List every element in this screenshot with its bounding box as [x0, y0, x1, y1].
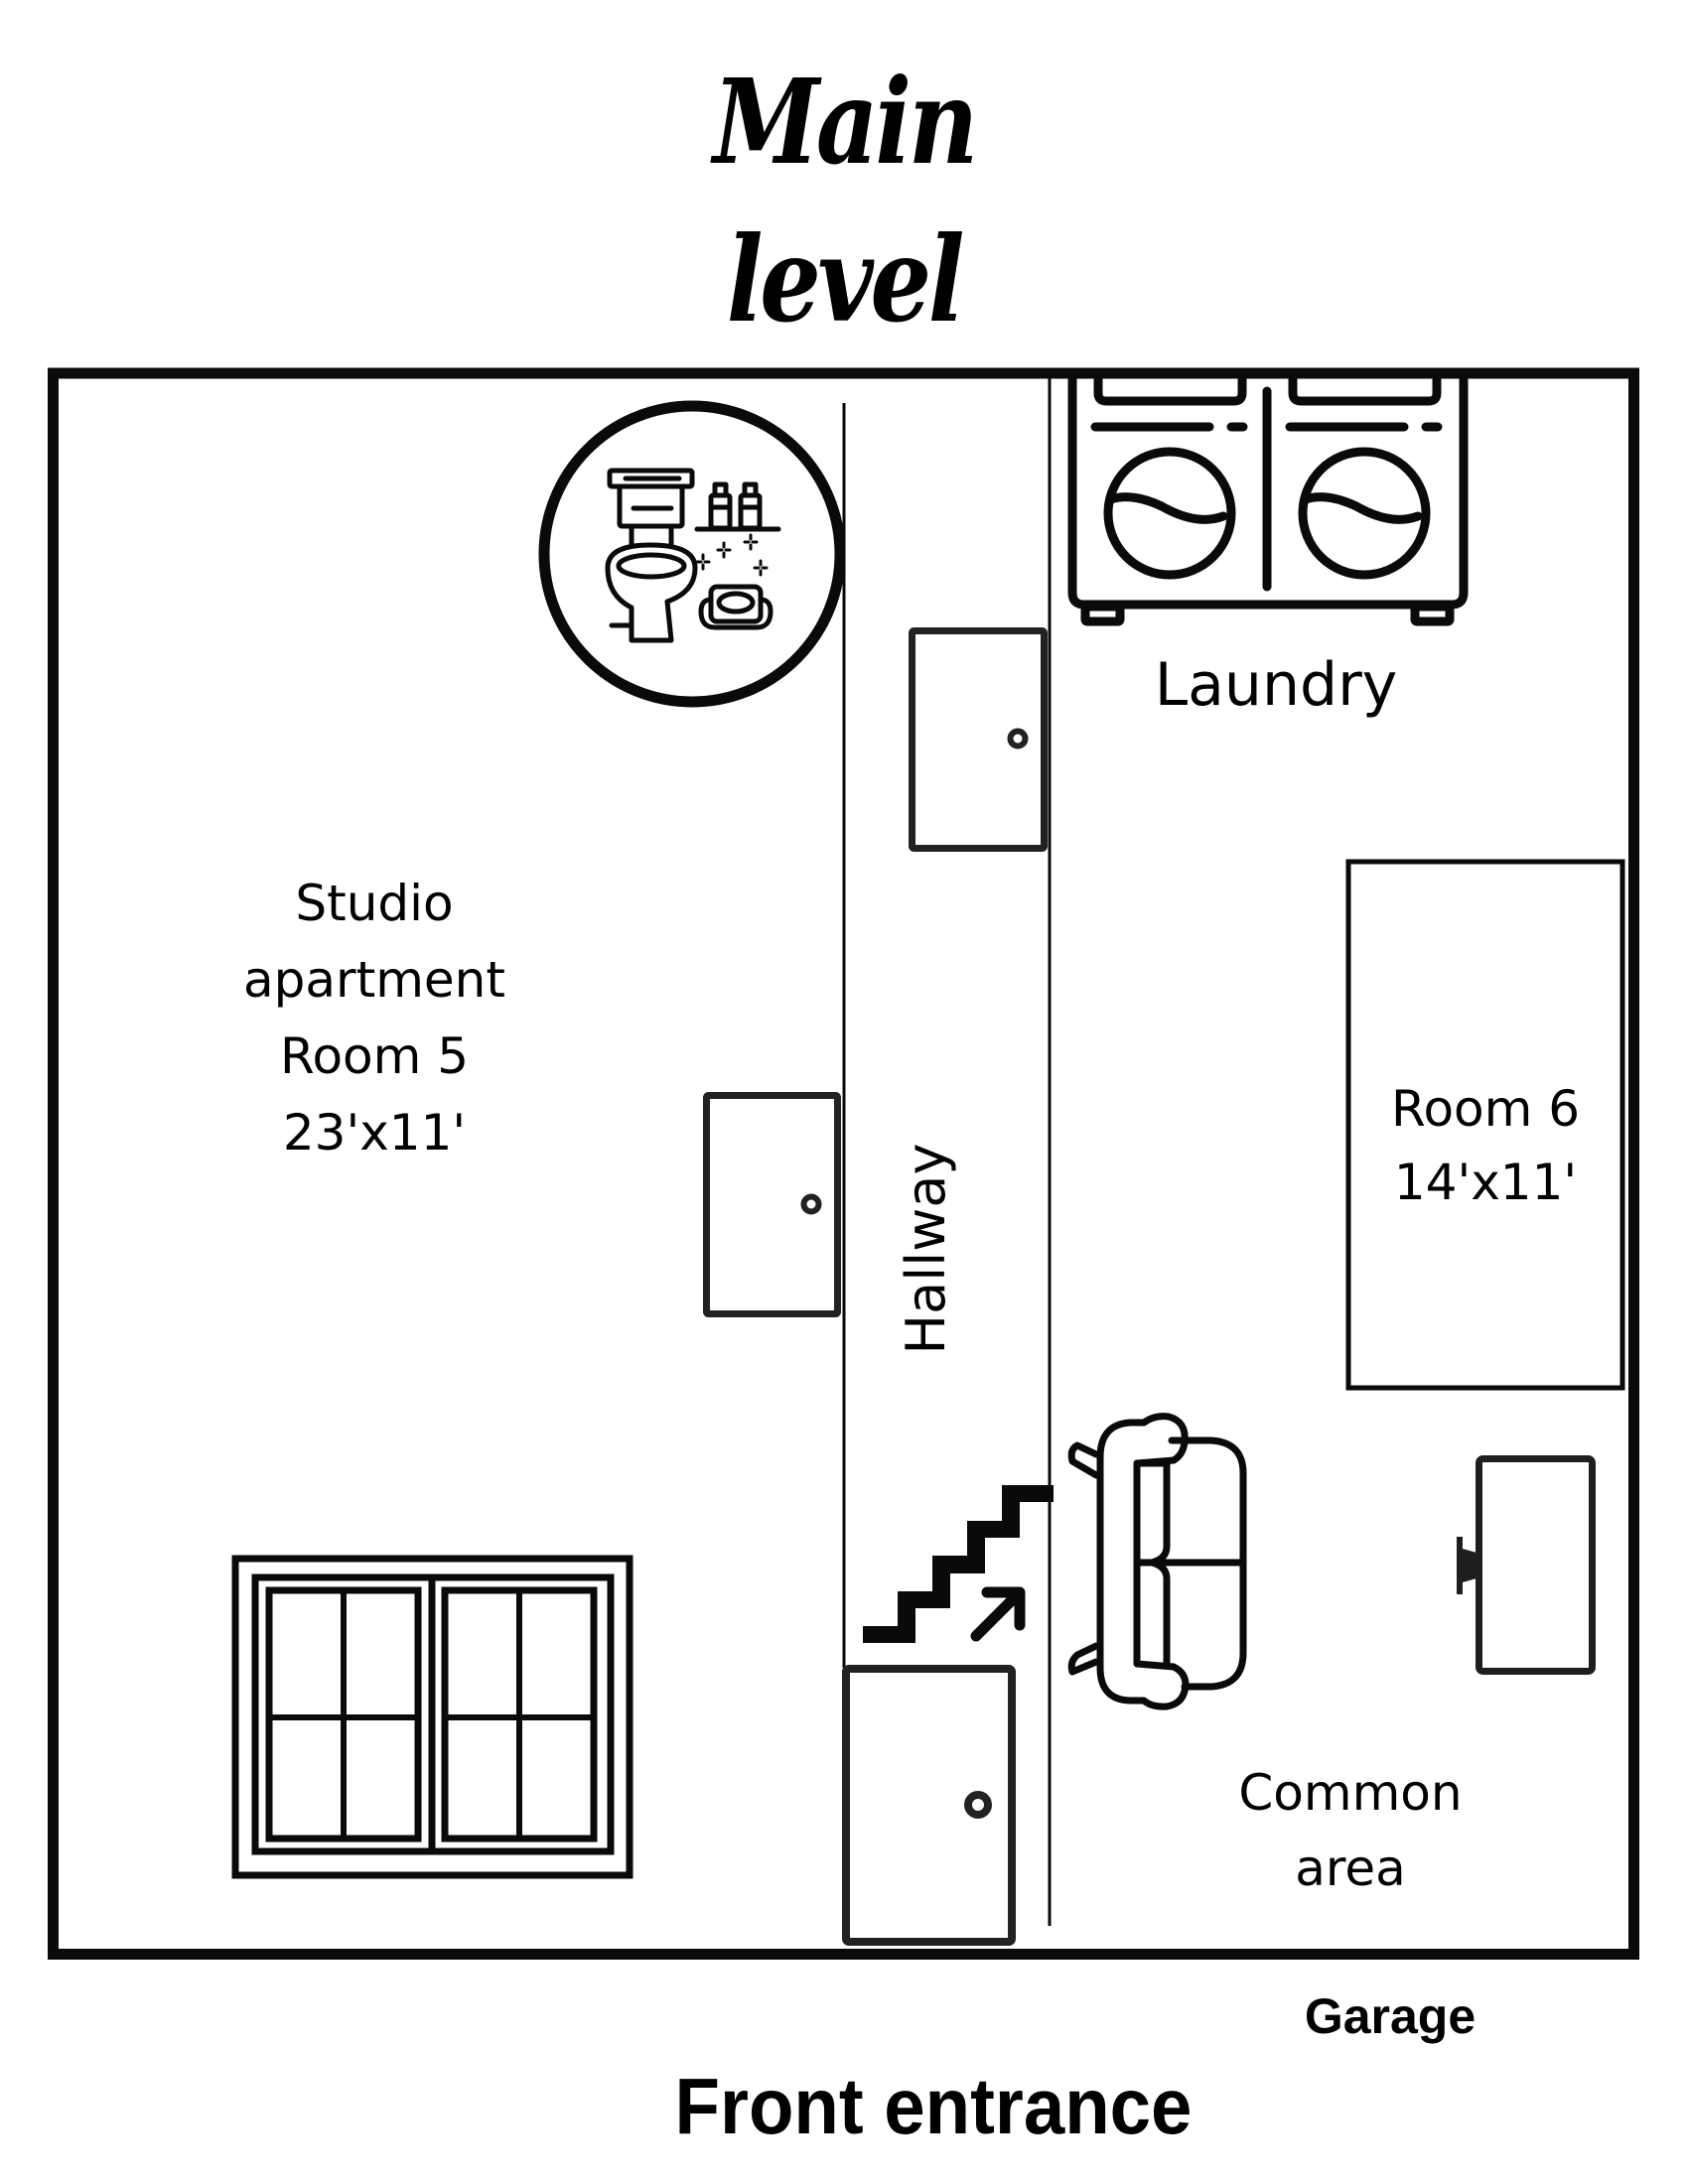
- tv-icon: [1457, 1455, 1596, 1675]
- studio-dimensions: 23'x11': [282, 1104, 467, 1161]
- common-area-line2: area: [1295, 1840, 1406, 1897]
- laundry-label: Laundry: [1154, 650, 1398, 720]
- hallway-label: Hallway: [895, 1143, 957, 1355]
- common-area-label: Common area: [1201, 1768, 1499, 1919]
- title-level: level: [726, 210, 965, 348]
- door-hallway-laundry[interactable]: [909, 627, 1048, 852]
- room6-label-line1: Room 6: [1390, 1080, 1581, 1138]
- bathroom-icon: [538, 400, 846, 708]
- studio-room-label: Studio apartment Room 5 23'x11': [225, 879, 523, 1184]
- front-entrance-label: Front entrance: [674, 2062, 1193, 2150]
- sofa-icon: [1067, 1413, 1247, 1710]
- door-studio[interactable]: [703, 1092, 841, 1317]
- door-front-entrance[interactable]: [842, 1665, 1016, 1946]
- outer-wall: [48, 367, 1639, 1960]
- studio-label-line2: apartment: [243, 951, 505, 1009]
- studio-label-line3: Room 5: [279, 1027, 470, 1085]
- common-area-line1: Common: [1238, 1764, 1463, 1822]
- studio-label-line1: Studio: [295, 875, 454, 932]
- stairs-up-icon: [863, 1485, 1054, 1643]
- room6-dimensions: 14'x11': [1393, 1154, 1578, 1211]
- washer-dryer-icon: [1067, 373, 1469, 626]
- garage-label: Garage: [1304, 1988, 1477, 2044]
- room6-label: Room 6 14'x11': [1350, 1084, 1620, 1231]
- room6-box: [1345, 859, 1625, 1391]
- title-main: Main: [713, 53, 978, 191]
- window-icon: [231, 1555, 633, 1879]
